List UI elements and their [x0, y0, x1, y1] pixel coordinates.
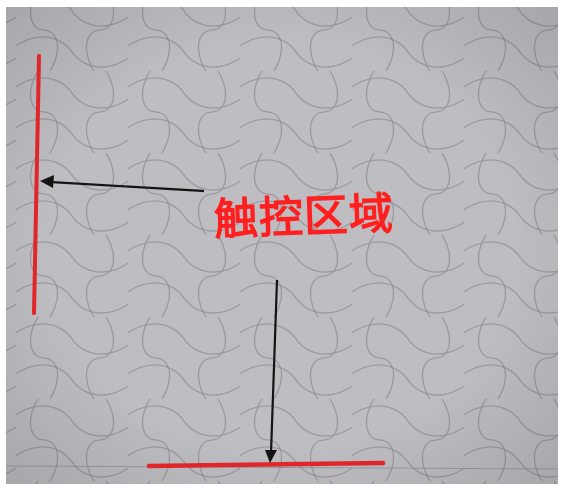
- photo-vignette: [6, 7, 558, 484]
- down-arrow-icon: [265, 279, 279, 463]
- paper-fold-line: [6, 465, 558, 470]
- bottom-touch-marker: [146, 460, 386, 469]
- photo: 触控区域: [6, 7, 558, 484]
- left-arrow-icon: [40, 175, 205, 193]
- photo-scene: [6, 7, 558, 484]
- left-touch-marker: [32, 54, 41, 315]
- touch-area-caption: 触控区域: [213, 188, 395, 246]
